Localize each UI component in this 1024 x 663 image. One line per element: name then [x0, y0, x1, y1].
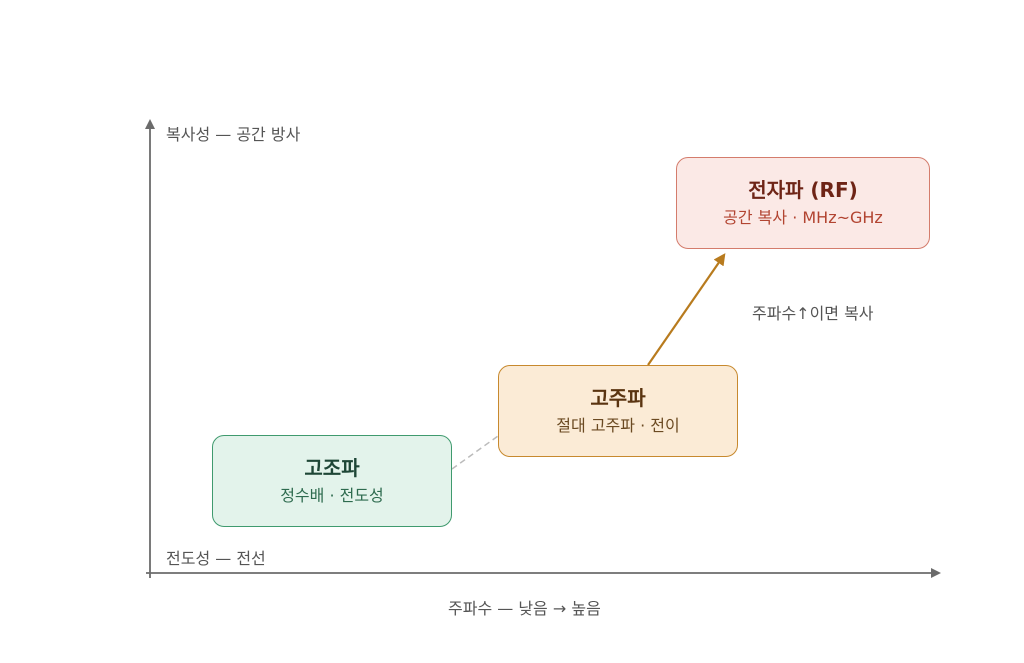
harmonics-subtitle: 정수배 · 전도성 — [280, 485, 384, 505]
x-axis-label: 주파수 — 낮음 → 높음 — [448, 599, 601, 618]
dashed-connector — [451, 435, 499, 470]
y-origin-label: 전도성 — 전선 — [166, 549, 266, 568]
high-frequency-box: 고주파 절대 고주파 · 전이 — [498, 365, 738, 457]
y-axis-label: 복사성 — 공간 방사 — [166, 125, 301, 144]
radiation-annotation: 주파수↑이면 복사 — [752, 304, 874, 323]
harmonics-box: 고조파 정수배 · 전도성 — [212, 435, 452, 527]
radiation-arrow — [647, 253, 726, 366]
rf-box: 전자파 (RF) 공간 복사 · MHz~GHz — [676, 157, 930, 249]
rf-subtitle: 공간 복사 · MHz~GHz — [723, 207, 883, 227]
high-frequency-title: 고주파 — [590, 385, 646, 410]
rf-title: 전자파 (RF) — [748, 177, 858, 202]
high-frequency-subtitle: 절대 고주파 · 전이 — [556, 415, 680, 435]
harmonics-title: 고조파 — [304, 455, 360, 480]
